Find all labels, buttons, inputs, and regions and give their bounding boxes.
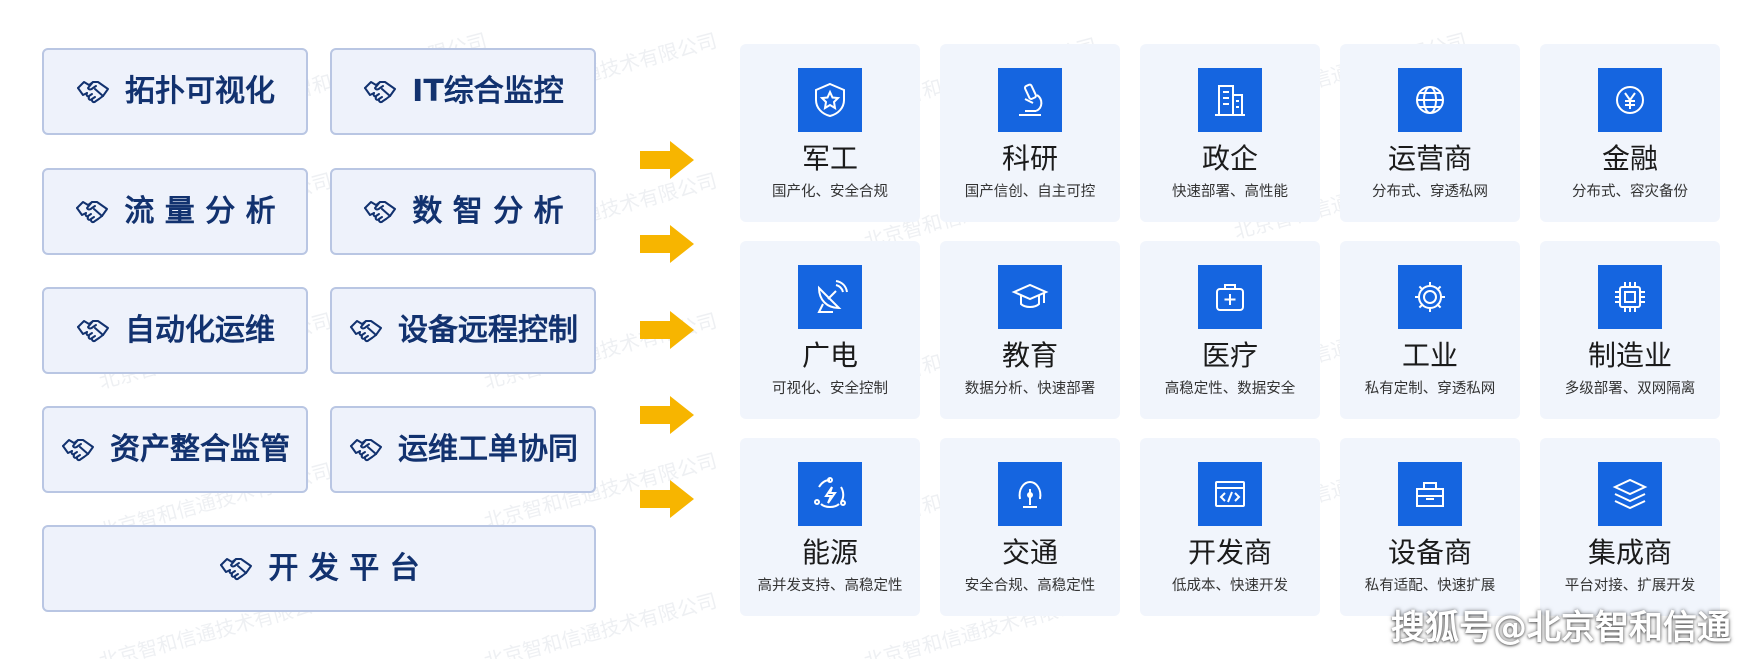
arrow-right-icon: [640, 396, 694, 434]
industry-title: 科研: [1001, 142, 1058, 175]
industry-card-education[interactable]: 教育 数据分析、快速部署: [940, 241, 1120, 419]
industry-subtitle: 平台对接、扩展开发: [1564, 578, 1696, 594]
traffic-icon: [998, 462, 1062, 526]
yuan-coin-icon: [1598, 68, 1662, 132]
feature-remote-control-button[interactable]: 设备远程控制: [330, 287, 596, 374]
industry-title: 集成商: [1587, 536, 1672, 569]
arrow-right-icon: [640, 311, 694, 349]
handshake-icon: [75, 313, 111, 349]
industry-card-manufacturing[interactable]: 制造业 多级部署、双网隔离: [1540, 241, 1720, 419]
source-credit: 搜狐号@北京智和信通: [1391, 608, 1731, 648]
industry-card-finance[interactable]: 金融 分布式、容灾备份: [1540, 44, 1720, 222]
industry-subtitle: 分布式、穿透私网: [1372, 184, 1488, 200]
feature-traffic-analysis-button[interactable]: 流 量 分 析: [42, 168, 308, 255]
industry-subtitle: 安全合规、高稳定性: [964, 578, 1096, 594]
shield-star-icon: [798, 68, 862, 132]
feature-it-monitoring-button[interactable]: IT综合监控: [330, 48, 596, 135]
energy-icon: [798, 462, 862, 526]
feature-label: IT综合监控: [412, 73, 564, 109]
industry-card-transport[interactable]: 交通 安全合规、高稳定性: [940, 438, 1120, 616]
chip-icon: [1598, 265, 1662, 329]
industry-card-carrier[interactable]: 运营商 分布式、穿透私网: [1340, 44, 1520, 222]
feature-label: 自动化运维: [125, 312, 275, 348]
handshake-icon: [362, 74, 398, 110]
handshake-icon: [218, 551, 254, 587]
globe-icon: [1398, 68, 1462, 132]
feature-work-order-button[interactable]: 运维工单协同: [330, 406, 596, 493]
handshake-icon: [348, 313, 384, 349]
feature-automated-ops-button[interactable]: 自动化运维: [42, 287, 308, 374]
industry-subtitle: 私有适配、快速扩展: [1364, 578, 1496, 594]
industry-subtitle: 快速部署、高性能: [1172, 184, 1288, 200]
industry-title: 工业: [1401, 339, 1458, 372]
handshake-icon: [60, 432, 96, 468]
industry-card-broadcast[interactable]: 广电 可视化、安全控制: [740, 241, 920, 419]
industry-subtitle: 多级部署、双网隔离: [1564, 381, 1696, 397]
industry-subtitle: 可视化、安全控制: [772, 381, 888, 397]
industry-title: 广电: [801, 339, 858, 372]
industry-title: 交通: [1001, 536, 1058, 569]
industry-title: 金融: [1601, 142, 1658, 175]
industry-card-medical[interactable]: 医疗 高稳定性、数据安全: [1140, 241, 1320, 419]
feature-dev-platform-button[interactable]: 开 发 平 台: [42, 525, 596, 612]
feature-topology-visualization-button[interactable]: 拓扑可视化: [42, 48, 308, 135]
industry-card-military[interactable]: 军工 国产化、安全合规: [740, 44, 920, 222]
feature-label: 开 发 平 台: [268, 550, 420, 586]
industry-card-research[interactable]: 科研 国产信创、自主可控: [940, 44, 1120, 222]
industry-title: 运营商: [1387, 142, 1472, 175]
arrow-right-icon: [640, 480, 694, 518]
industry-title: 能源: [801, 536, 858, 569]
layers-icon: [1598, 462, 1662, 526]
feature-label: 运维工单协同: [398, 431, 578, 467]
handshake-icon: [348, 432, 384, 468]
feature-label: 设备远程控制: [398, 312, 578, 348]
feature-label: 流 量 分 析: [124, 193, 276, 229]
industry-title: 医疗: [1201, 339, 1258, 372]
industry-title: 设备商: [1387, 536, 1472, 569]
building-icon: [1198, 68, 1262, 132]
satellite-dish-icon: [798, 265, 862, 329]
industry-title: 制造业: [1587, 339, 1672, 372]
industry-subtitle: 低成本、快速开发: [1172, 578, 1288, 594]
industry-title: 军工: [801, 142, 858, 175]
industry-card-government[interactable]: 政企 快速部署、高性能: [1140, 44, 1320, 222]
graduation-cap-icon: [998, 265, 1062, 329]
industry-card-energy[interactable]: 能源 高并发支持、高稳定性: [740, 438, 920, 616]
microscope-icon: [998, 68, 1062, 132]
industry-card-developer[interactable]: 开发商 低成本、快速开发: [1140, 438, 1320, 616]
medical-kit-icon: [1198, 265, 1262, 329]
industry-subtitle: 高稳定性、数据安全: [1164, 381, 1296, 397]
industry-subtitle: 分布式、容灾备份: [1572, 184, 1688, 200]
gear-icon: [1398, 265, 1462, 329]
feature-label: 资产整合监管: [110, 431, 290, 467]
arrow-right-icon: [640, 141, 694, 179]
industry-subtitle: 国产信创、自主可控: [964, 184, 1096, 200]
industry-subtitle: 国产化、安全合规: [772, 184, 888, 200]
handshake-icon: [75, 74, 111, 110]
feature-data-intelligence-button[interactable]: 数 智 分 析: [330, 168, 596, 255]
toolbox-icon: [1398, 462, 1462, 526]
industry-card-integrator[interactable]: 集成商 平台对接、扩展开发: [1540, 438, 1720, 616]
arrow-right-icon: [640, 225, 694, 263]
handshake-icon: [362, 194, 398, 230]
feature-label: 拓扑可视化: [125, 73, 275, 109]
handshake-icon: [74, 194, 110, 230]
feature-asset-management-button[interactable]: 资产整合监管: [42, 406, 308, 493]
industry-title: 开发商: [1187, 536, 1272, 569]
industry-card-industry[interactable]: 工业 私有定制、穿透私网: [1340, 241, 1520, 419]
feature-label: 数 智 分 析: [412, 193, 564, 229]
industry-title: 政企: [1201, 142, 1258, 175]
industry-subtitle: 私有定制、穿透私网: [1364, 381, 1496, 397]
code-window-icon: [1198, 462, 1262, 526]
industry-subtitle: 高并发支持、高稳定性: [757, 578, 903, 594]
industry-card-equipment-vendor[interactable]: 设备商 私有适配、快速扩展: [1340, 438, 1520, 616]
industry-title: 教育: [1001, 339, 1058, 372]
industry-subtitle: 数据分析、快速部署: [964, 381, 1096, 397]
